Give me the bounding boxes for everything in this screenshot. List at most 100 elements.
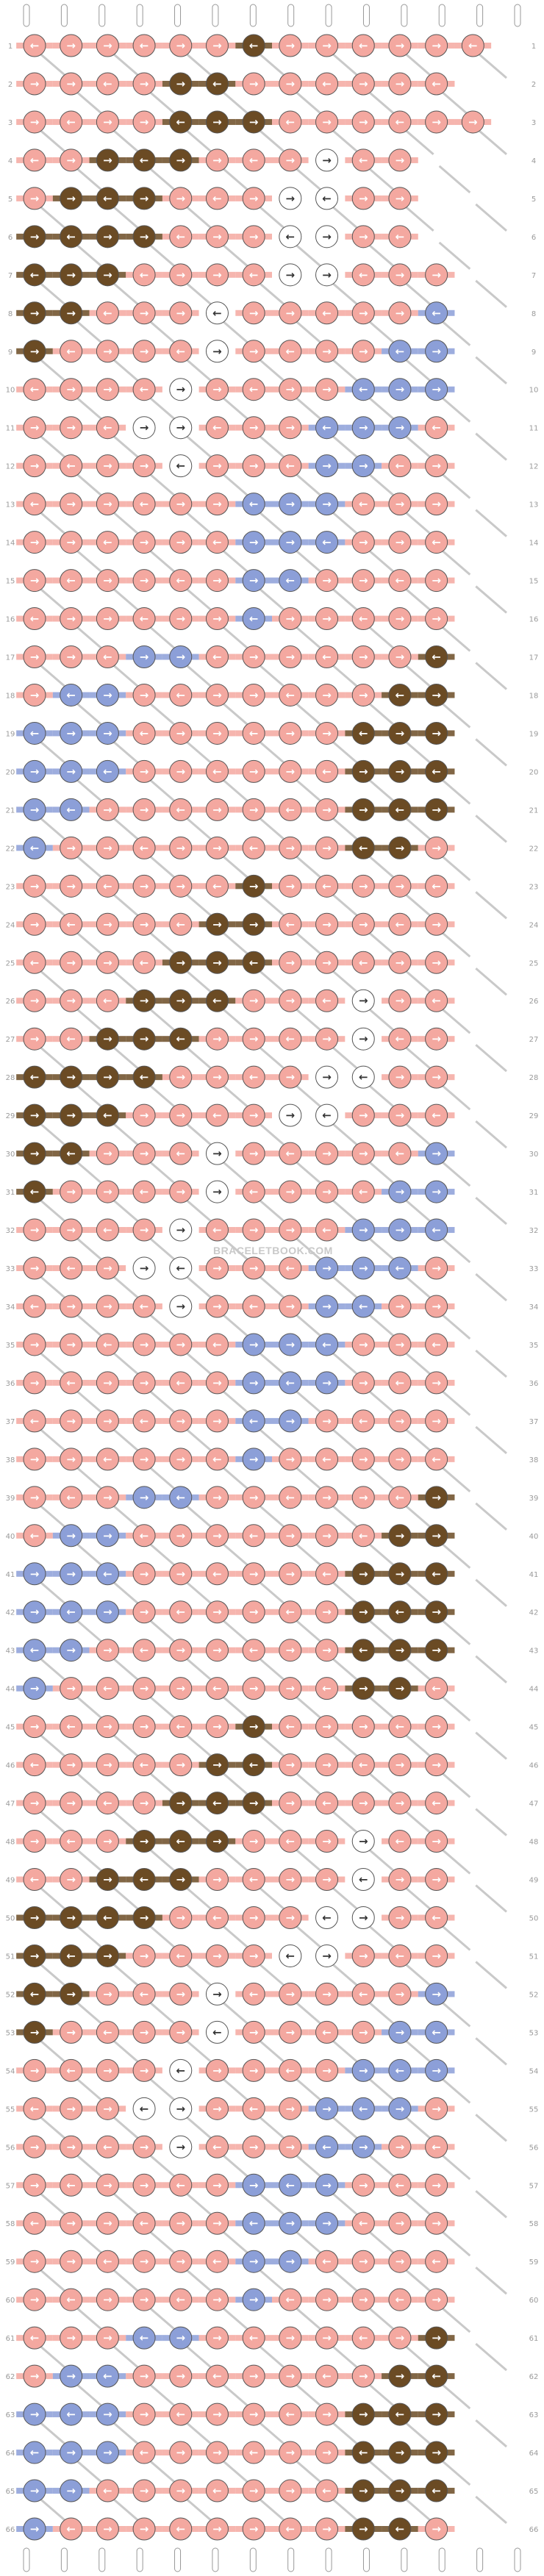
strand-connector bbox=[329, 1884, 362, 1913]
strand-connector bbox=[401, 1425, 434, 1454]
knot bbox=[315, 2403, 339, 2426]
knot bbox=[315, 1486, 339, 1509]
knot bbox=[279, 2403, 302, 2426]
knot-arrow-icon: ← bbox=[140, 2217, 149, 2230]
strand-connector bbox=[146, 165, 179, 194]
knot-arrow-icon: ← bbox=[249, 956, 259, 969]
knot-arrow-icon: → bbox=[212, 268, 222, 282]
knot-arrow-icon: → bbox=[286, 765, 296, 778]
knot-arrow-icon: ← bbox=[396, 2522, 405, 2536]
knot bbox=[60, 798, 83, 821]
knot-arrow-icon: ← bbox=[103, 1338, 112, 1351]
knot-arrow-icon: → bbox=[30, 1109, 40, 1122]
knot bbox=[425, 1218, 448, 1242]
knot bbox=[60, 1524, 83, 1548]
knot-arrow-icon: → bbox=[396, 2446, 405, 2459]
strand-connector bbox=[438, 2228, 471, 2257]
strand-connector bbox=[438, 776, 471, 805]
knot bbox=[315, 759, 339, 783]
knot bbox=[60, 2173, 83, 2197]
strand-connector bbox=[110, 2495, 143, 2525]
knot-arrow-icon: → bbox=[66, 2140, 76, 2153]
strand-connector bbox=[329, 1349, 362, 1378]
knot bbox=[205, 989, 229, 1012]
knot-arrow-icon: ← bbox=[286, 917, 296, 931]
knot-arrow-icon: → bbox=[140, 574, 149, 587]
knot bbox=[169, 263, 193, 287]
knot bbox=[351, 1868, 375, 1892]
knot bbox=[132, 1906, 156, 1929]
strand-connector bbox=[438, 1311, 471, 1340]
knot-arrow-icon: → bbox=[432, 688, 441, 701]
knot-arrow-icon: → bbox=[396, 192, 405, 205]
strand-stub-bottom bbox=[325, 2547, 332, 2572]
row-number-right: 57 bbox=[529, 2182, 539, 2190]
knot bbox=[279, 989, 302, 1012]
knot bbox=[242, 531, 265, 554]
knot-arrow-icon: → bbox=[176, 1759, 185, 1772]
knot bbox=[315, 1715, 339, 1739]
knot bbox=[23, 1868, 46, 1892]
knot bbox=[169, 2364, 193, 2388]
knot bbox=[315, 110, 339, 134]
knot bbox=[279, 1218, 302, 1242]
knot-arrow-icon: → bbox=[30, 2293, 40, 2306]
knot bbox=[23, 416, 46, 440]
knot-arrow-icon: → bbox=[396, 77, 405, 90]
strand-connector bbox=[73, 1540, 106, 1569]
knot bbox=[60, 301, 83, 325]
strand-connector bbox=[365, 1082, 398, 1111]
knot bbox=[315, 1065, 339, 1089]
knot-arrow-icon: → bbox=[176, 841, 185, 854]
knot-arrow-icon: → bbox=[359, 2522, 368, 2536]
strand-connector bbox=[146, 1540, 179, 1569]
knot-arrow-icon: ← bbox=[176, 2408, 185, 2421]
knot bbox=[169, 1982, 193, 2006]
strand-connector bbox=[401, 967, 434, 996]
strand-connector bbox=[256, 1120, 288, 1149]
knot-arrow-icon: → bbox=[396, 39, 405, 52]
knot bbox=[242, 2326, 265, 2350]
row-number-left: 41 bbox=[6, 1571, 15, 1579]
knot-arrow-icon: → bbox=[322, 726, 332, 740]
strand-connector bbox=[292, 88, 325, 118]
knot bbox=[425, 378, 448, 401]
knot bbox=[388, 951, 412, 974]
knot bbox=[388, 416, 412, 440]
knot bbox=[60, 531, 83, 554]
knot bbox=[351, 645, 375, 669]
knot bbox=[23, 2250, 46, 2273]
knot-arrow-icon: ← bbox=[322, 1567, 332, 1581]
knot-arrow-icon: → bbox=[30, 994, 40, 1007]
knot-arrow-icon: ← bbox=[66, 1147, 76, 1160]
knot bbox=[242, 1065, 265, 1089]
knot bbox=[425, 2250, 448, 2273]
row-number-right: 20 bbox=[529, 768, 539, 776]
knot bbox=[23, 1792, 46, 1815]
knot bbox=[132, 1944, 156, 1967]
knot-arrow-icon: ← bbox=[140, 1300, 149, 1313]
strand-connector bbox=[37, 1578, 69, 1607]
strand-connector bbox=[73, 929, 106, 958]
knot bbox=[60, 836, 83, 859]
knot bbox=[96, 493, 119, 516]
knot bbox=[242, 721, 265, 745]
strand-connector bbox=[401, 1655, 434, 1684]
knot bbox=[242, 1600, 265, 1624]
knot-arrow-icon: → bbox=[396, 956, 405, 969]
strand-connector bbox=[292, 2457, 325, 2486]
knot bbox=[23, 1448, 46, 1471]
row-number-right: 40 bbox=[529, 1533, 539, 1541]
knot bbox=[388, 225, 412, 248]
knot-arrow-icon: → bbox=[212, 2446, 222, 2459]
strand-connector bbox=[256, 432, 288, 461]
strand-connector bbox=[146, 929, 179, 958]
knot-arrow-icon: → bbox=[140, 2522, 149, 2536]
knot-arrow-icon: → bbox=[286, 956, 296, 969]
knot-arrow-icon: → bbox=[322, 345, 332, 358]
row-number-left: 58 bbox=[6, 2220, 15, 2228]
knot-arrow-icon: → bbox=[66, 39, 76, 52]
knot bbox=[315, 531, 339, 554]
knot-arrow-icon: → bbox=[249, 1491, 259, 1504]
strand-connector bbox=[219, 623, 252, 652]
